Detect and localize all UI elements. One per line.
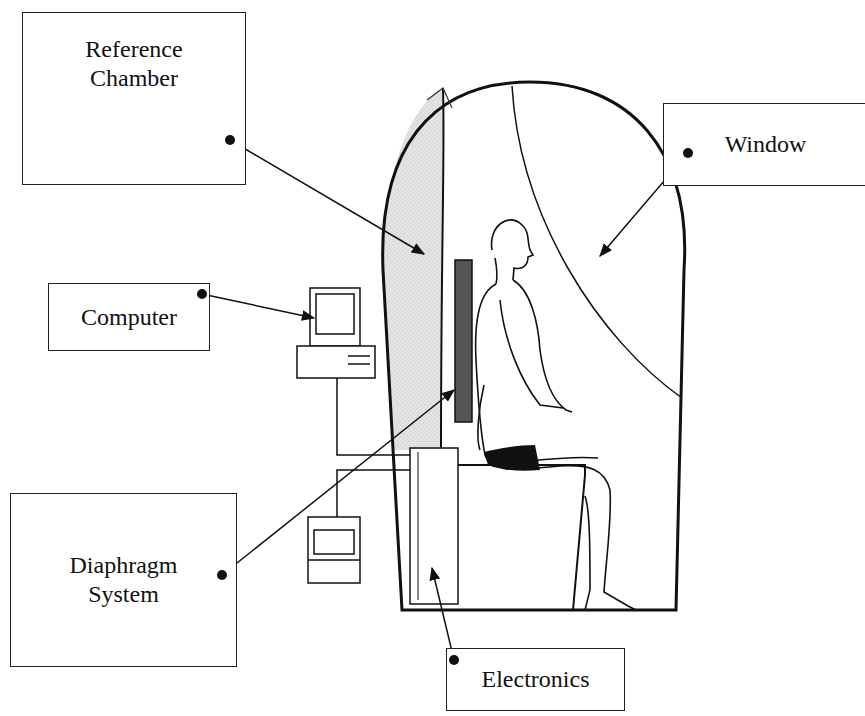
leader-dot — [197, 289, 207, 299]
leader-dot — [217, 570, 227, 580]
briefs — [484, 445, 540, 471]
callout-box: Reference Chamber — [22, 12, 246, 185]
callout-box: Window — [663, 103, 865, 186]
leader-dot — [225, 135, 235, 145]
callout-box: Diaphragm System — [10, 493, 237, 667]
callout-label: Electronics — [482, 665, 590, 694]
callout-label: Diaphragm System — [49, 551, 199, 609]
leader-dot — [449, 655, 459, 665]
pod-outline — [383, 82, 685, 610]
computer-symbol — [297, 288, 375, 378]
electronics-box — [410, 448, 458, 604]
leader-dot — [683, 148, 693, 158]
peripheral-unit — [308, 517, 360, 583]
diaphragm-panel — [455, 260, 472, 422]
callout-box: Computer — [48, 283, 210, 351]
window-edge — [512, 86, 682, 398]
reference-chamber-shade — [383, 88, 443, 450]
leader-lines — [202, 140, 688, 660]
callout-label: Computer — [81, 303, 177, 332]
callout-label: Reference Chamber — [69, 35, 199, 93]
callout-box: Electronics — [446, 648, 625, 711]
callout-label: Window — [725, 130, 807, 159]
seated-person — [476, 220, 636, 610]
cables — [337, 378, 410, 517]
chamber-wall — [441, 88, 444, 450]
chamber-top — [427, 88, 452, 108]
